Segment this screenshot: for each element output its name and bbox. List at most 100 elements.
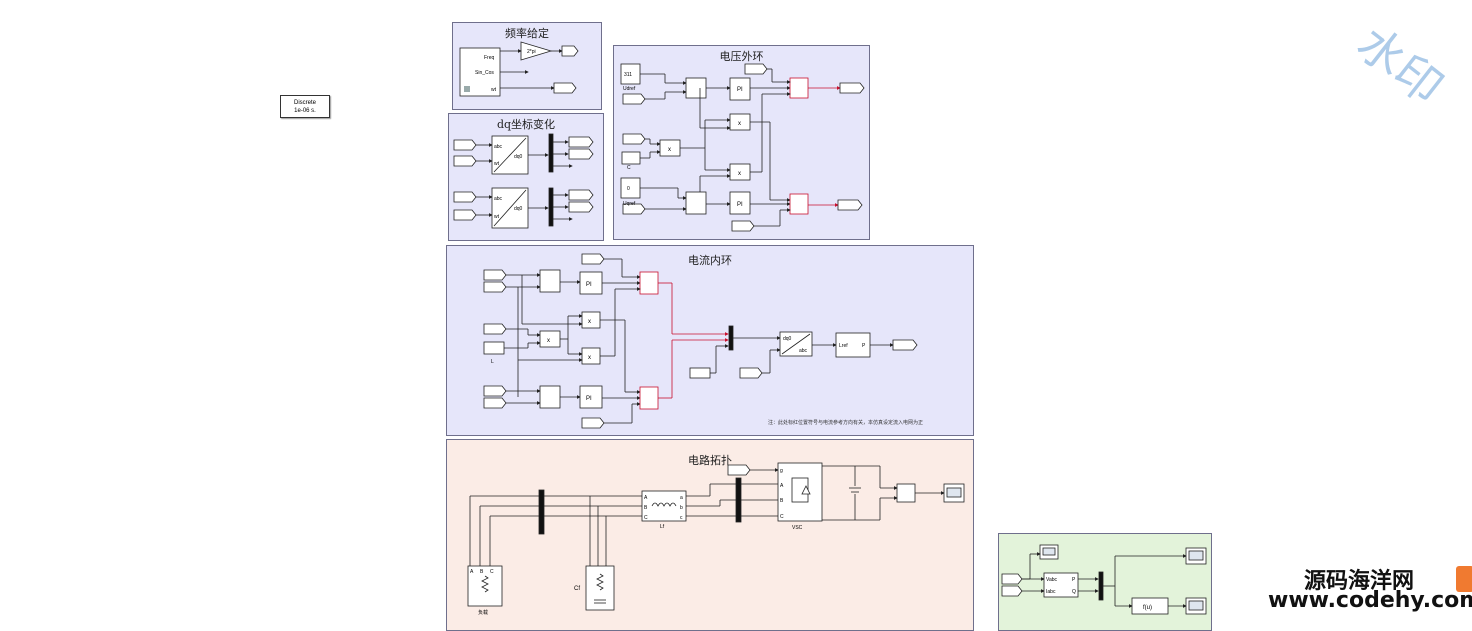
vsc-label-g: g: [780, 468, 783, 474]
vsc-block[interactable]: [777, 462, 823, 522]
panel-circuit-topology: 电路拓扑: [446, 439, 974, 631]
cf-name: Cf: [574, 586, 580, 592]
panel-circuit-title: 电路拓扑: [688, 454, 732, 467]
voltage-group: [620, 63, 865, 232]
voltage-sum-out-d[interactable]: [789, 77, 809, 99]
current-group: [483, 253, 918, 429]
dq-label-wt-2: wt: [494, 214, 500, 220]
volt-label-pi-d: PI: [737, 87, 743, 93]
powergui-discrete-block[interactable]: Discrete 1e-06 s.: [280, 95, 330, 118]
voltage-sum-q[interactable]: [685, 191, 707, 215]
label-gain: 2*pi: [527, 49, 536, 55]
panel-dq-title: dq坐标变化: [496, 118, 556, 131]
voltage-pi-d[interactable]: [729, 77, 751, 101]
current-sum-q[interactable]: [539, 385, 561, 409]
cur-label-pi-q: PI: [586, 396, 592, 402]
current-mult-1[interactable]: [581, 311, 601, 329]
cur-label-p: P: [862, 343, 866, 349]
cur-label-pi-d: PI: [586, 282, 592, 288]
dq-label-dq0-2: dq0: [514, 206, 523, 212]
gain-block[interactable]: [520, 41, 553, 61]
panel-measurement: [998, 533, 1212, 631]
measure-group: [1001, 544, 1207, 615]
current-const-zero[interactable]: [689, 367, 711, 379]
lref-block[interactable]: [835, 332, 871, 358]
demux-2[interactable]: [548, 187, 554, 227]
const-0[interactable]: [620, 177, 641, 199]
freq-group: [459, 41, 579, 97]
lf-label-lc: c: [680, 515, 683, 521]
panel-current-title: 电流内环: [688, 254, 732, 267]
current-mult-l[interactable]: [539, 330, 561, 348]
panel-voltage-title: 电压外环: [719, 50, 764, 63]
lf-name: Lf: [660, 524, 665, 530]
meas-label-vabc: Vabc: [1046, 577, 1058, 583]
const-c[interactable]: [621, 151, 641, 165]
circuit-group: [467, 462, 965, 611]
freq-goto-1[interactable]: [561, 45, 579, 57]
bus-bar-2[interactable]: [735, 477, 742, 523]
dq-label-wt-1: wt: [494, 161, 500, 167]
dq-label-dq0-1: dq0: [514, 154, 523, 160]
filter-capacitor-block[interactable]: [585, 565, 615, 611]
volt-label-udref: Udref: [623, 86, 636, 92]
label-sincos: Sin_Cos: [475, 70, 494, 76]
watermark-logo-icon: [1456, 566, 1472, 592]
label-wt: wt: [491, 87, 497, 93]
current-pi-q[interactable]: [579, 385, 603, 409]
watermark-site-url: www.codehy.com: [1268, 588, 1472, 613]
lf-label-la: a: [680, 495, 683, 501]
volt-label-x-1: x: [738, 121, 741, 127]
cur-label-lref: Lref: [839, 343, 848, 349]
current-sum-out-d[interactable]: [639, 271, 659, 295]
cur-label-l: L: [491, 359, 494, 365]
panel-current-loop: 电流内环: [446, 245, 974, 436]
voltage-sum-d[interactable]: [685, 77, 707, 99]
const-l[interactable]: [483, 341, 505, 355]
vsc-label-a: A: [780, 483, 784, 489]
current-mux[interactable]: [728, 325, 734, 351]
meas-label-fu: f(u): [1143, 605, 1152, 611]
bus-bar-1[interactable]: [538, 489, 545, 535]
meas-label-p: P: [1072, 577, 1076, 583]
lf-label-b: B: [644, 505, 648, 511]
demux-1[interactable]: [548, 133, 554, 173]
volt-label-x-2: x: [738, 171, 741, 177]
dq-label-abc-2: abc: [494, 196, 503, 202]
vsc-label-c: C: [780, 514, 784, 520]
current-sum-out-q[interactable]: [639, 386, 659, 410]
dc-voltage-meter[interactable]: [896, 483, 916, 503]
volt-label-uqref: Uqref: [623, 201, 636, 207]
panel-frequency-title: 频率给定: [505, 27, 549, 40]
meas-label-iabc: Iabc: [1046, 589, 1056, 595]
discrete-line1: Discrete: [293, 100, 316, 106]
current-sum-d[interactable]: [539, 269, 561, 293]
discrete-line2: 1e-06 s.: [294, 108, 316, 114]
current-mult-2[interactable]: [581, 347, 601, 365]
volt-label-311: 311: [624, 72, 632, 78]
volt-label-0: 0: [627, 186, 630, 192]
load-label-a: A: [470, 569, 474, 575]
measure-mux[interactable]: [1098, 571, 1104, 601]
lf-label-a: A: [644, 495, 648, 501]
dq-label-abc-1: abc: [494, 144, 503, 150]
voltage-sum-out-q[interactable]: [789, 193, 809, 215]
vsc-label-b: B: [780, 498, 784, 504]
watermark-site-name: 源码海洋网: [1304, 569, 1415, 594]
load-block[interactable]: [467, 565, 503, 607]
label-freq: Freq: [484, 55, 495, 61]
cur-label-x-1: x: [588, 319, 591, 325]
load-name: 负载: [478, 609, 488, 616]
freq-goto-2[interactable]: [553, 82, 577, 94]
pq-measure-block[interactable]: [1043, 572, 1079, 598]
load-label-b: B: [480, 569, 484, 575]
voltage-pi-q[interactable]: [729, 191, 751, 215]
volt-label-x-c: x: [668, 147, 671, 153]
volt-label-c: C: [627, 165, 631, 171]
current-panel-note: 注：此处标红位置符号与电流参考方向有关，本仿真设定流入电网为正: [768, 419, 923, 426]
lf-label-c: C: [644, 515, 648, 521]
dq-group: [453, 133, 594, 229]
cur-label-x-2: x: [588, 355, 591, 361]
cur-label-abc: abc: [799, 348, 808, 354]
